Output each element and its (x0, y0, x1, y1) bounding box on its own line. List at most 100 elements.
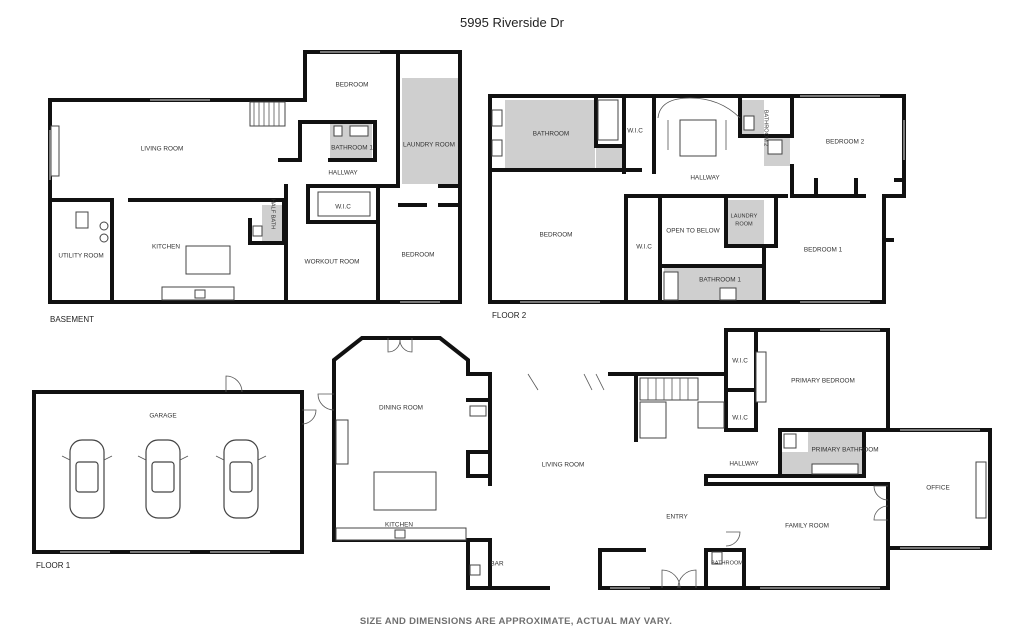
floor1-wall-bath-box (704, 548, 746, 590)
floor1-wic-top-label: W.I.C (732, 358, 748, 365)
floor1-office-door-2 (873, 505, 889, 521)
basement-plan: BEDROOM LIVING ROOM BATHROOM 1 LAUNDRY R… (48, 50, 462, 324)
basement-kitchen-label: KITCHEN (152, 244, 180, 251)
basement-laundry-floor (402, 78, 458, 184)
basement-wic-shelving (317, 191, 371, 217)
floor1-fireplace-left (469, 405, 487, 417)
floor1-wall-bottom (332, 390, 550, 590)
floor1-wall-bar (466, 538, 492, 590)
garage-side-door (301, 409, 317, 425)
floor1-wall-right (600, 328, 992, 590)
primary-bathroom-nook (782, 452, 808, 476)
basement-wall-workout (306, 184, 380, 304)
floor1-wall-family-top (704, 474, 890, 486)
floor1-dining-room-label: DINING ROOM (379, 405, 423, 412)
floor2-wic-top-label: W.I.C (627, 128, 643, 135)
floor1-slider-b (583, 373, 593, 391)
floor2-bathroom-nook (596, 146, 622, 168)
floor2-laundry-floor (728, 200, 764, 246)
basement-wall-bath1 (303, 120, 377, 162)
floor1-bar-sink (469, 564, 481, 576)
floor2-laundry-line1: LAUNDRY (731, 213, 758, 219)
basement-workout-room-label: WORKOUT ROOM (305, 259, 360, 266)
floor1-floor-label: FLOOR 1 (36, 561, 71, 570)
floor2-stairs (657, 97, 741, 157)
floor2-wall-bath2 (738, 94, 794, 138)
basement-hallway-label: HALLWAY (328, 170, 358, 177)
floor2-bathroom-2-label: BATHROOM 2 (763, 110, 769, 147)
basement-vanity (349, 125, 369, 137)
car-3 (215, 439, 267, 519)
floor1-dining-double-door-left (387, 338, 401, 353)
basement-halfbath-toilet (252, 225, 263, 237)
floor2-open-to-below-label: OPEN TO BELOW (666, 228, 720, 235)
floor1-kitchen-island (373, 471, 437, 511)
floor1-primary-fireplace (755, 351, 767, 403)
basement-bedroom-top-label: BEDROOM (335, 82, 368, 89)
floor1-hallway-label: HALLWAY (729, 461, 759, 468)
floor1-primary-vanity (811, 463, 859, 475)
floor2-bath-shower (597, 99, 619, 141)
floor1-plan: GARAGE FLOOR 1 (32, 328, 992, 590)
floor1-bathroom-label: BATHROOM (711, 560, 743, 566)
floor2-bedroom-2-label: BEDROOM 2 (826, 139, 865, 146)
basement-wic-label: W.I.C (335, 204, 351, 211)
floor2-bathroom-floor (505, 100, 595, 168)
floor1-primary-bedroom-label: PRIMARY BEDROOM (791, 378, 855, 385)
floor1-kitchen-sink (394, 529, 406, 539)
garage-cars (61, 439, 267, 519)
basement-toilet (333, 125, 343, 137)
floor1-bath-door (725, 531, 741, 547)
basement-sink (194, 289, 206, 299)
floor2-wic-mid-label: W.I.C (636, 244, 652, 251)
basement-laundry-room-label: LAUNDRY ROOM (403, 142, 455, 149)
floor2-bathroom-1-label: BATHROOM 1 (699, 277, 741, 284)
floor2-wall-closet-c (894, 178, 906, 198)
floor1-wall-dining-right (466, 372, 492, 486)
basement-half-bath-floor (262, 205, 284, 241)
floor2-bath-sink-1 (491, 109, 503, 127)
floor1-kitchen-label: KITCHEN (385, 522, 413, 529)
floor2-bathroom1-floor (664, 268, 764, 302)
floor1-slider-c (595, 373, 605, 391)
garage-label: GARAGE (149, 413, 176, 420)
floor2-bath1-tub (663, 271, 679, 301)
floor2-bedroom-1-label: BEDROOM 1 (804, 247, 843, 254)
basement-wall-wic (306, 184, 380, 224)
floor1-office-fireplace (975, 461, 987, 519)
floor2-bath2-sink (743, 115, 755, 131)
floor2-floor-label: FLOOR 2 (492, 311, 527, 320)
floor1-office-label: OFFICE (926, 485, 949, 492)
floor2-hallway-label: HALLWAY (690, 175, 720, 182)
basement-utility-room-label: UTILITY ROOM (58, 253, 103, 260)
basement-bedroom-right-label: BEDROOM (401, 252, 434, 259)
garage-door-swing (225, 375, 243, 393)
floor1-family-room-label: FAMILY ROOM (785, 523, 829, 530)
floor1-primary-toilet (783, 433, 797, 449)
floor2-outer-wall-2 (488, 94, 886, 304)
floor1-wall-dining-nook (466, 450, 492, 478)
floor1-kitchen-counter-left (335, 419, 349, 465)
floor1-powder-toilet (711, 551, 723, 565)
floor1-dining-double-door-right (399, 338, 413, 353)
basement-stairs (249, 101, 286, 127)
floor2-wall-bedroom2 (790, 164, 866, 198)
floor1-entry-door-right (661, 569, 681, 589)
basement-tank-2 (99, 233, 109, 243)
basement-kitchen-island (185, 245, 231, 275)
basement-floor-label: BASEMENT (50, 315, 94, 324)
floor1-slider-a (527, 373, 539, 391)
floor2-bath2-toilet (767, 139, 783, 155)
basement-wall-stair (278, 120, 307, 162)
floor1-bar-label: BAR (490, 561, 504, 568)
car-2 (137, 439, 189, 519)
basement-tank-1 (99, 221, 109, 231)
floor1-entry-door-left (677, 569, 697, 589)
floor2-laundry-line2: ROOM (735, 221, 753, 227)
floor1-primary-bathroom-label: PRIMARY BATHROOM (811, 447, 878, 454)
floor1-wic-bottom-label: W.I.C (732, 415, 748, 422)
floor2-bathroom-label: BATHROOM (533, 131, 569, 138)
floor2-bedroom-label: BEDROOM (539, 232, 572, 239)
floor1-living-room-label: LIVING ROOM (542, 462, 585, 469)
